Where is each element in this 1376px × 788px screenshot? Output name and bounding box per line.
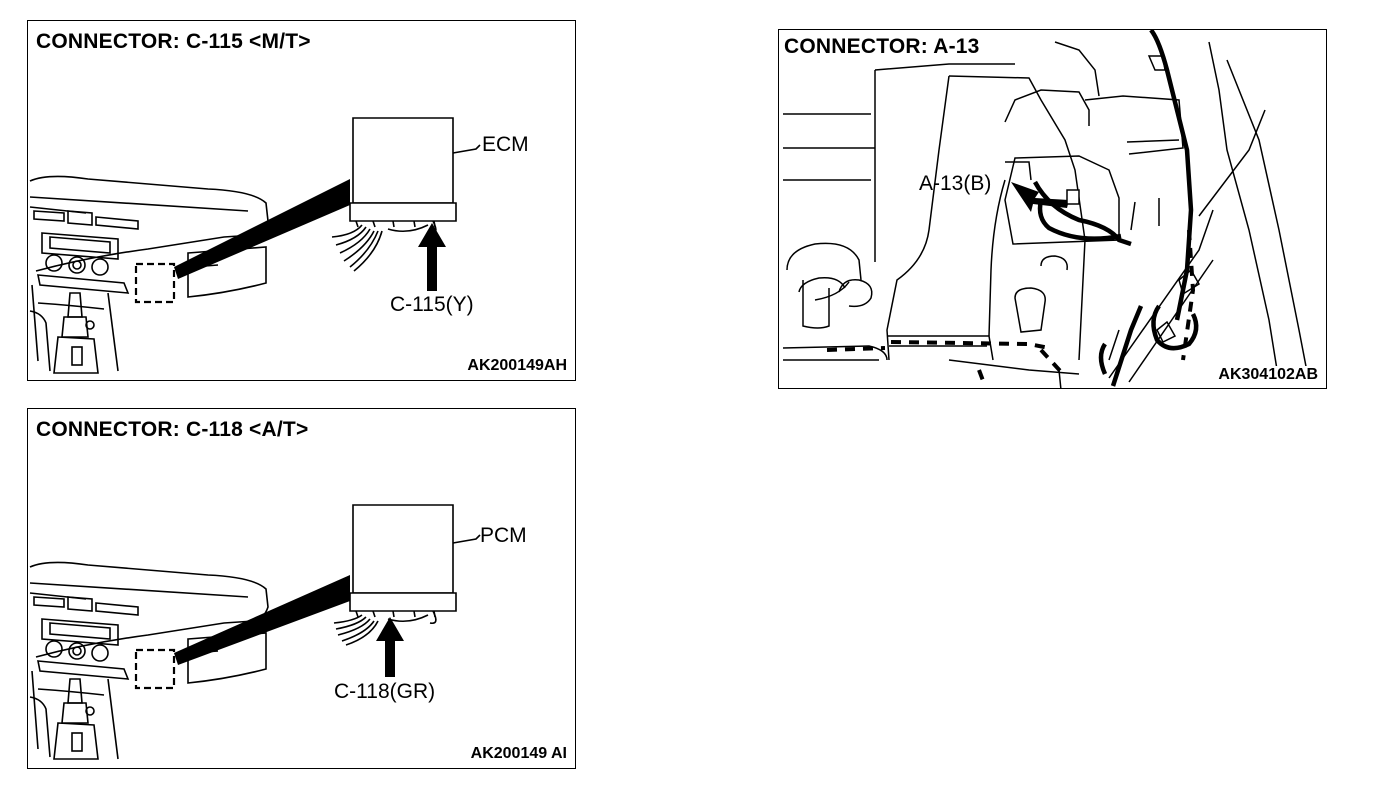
panel-title: CONNECTOR: C-118 <A/T> — [36, 418, 313, 442]
dashboard-ecm-illustration: ECM C-115(Y) — [29, 117, 529, 374]
connector-arrow — [1011, 182, 1069, 212]
connector-panel-c118: PCM C-118(GR) CONNECTOR: C-118 <A/T> AK2… — [27, 408, 576, 769]
connector-arrow — [376, 617, 404, 677]
connector-panel-c115: ECM C-115(Y) CONNECTOR: C-115 <M/T> AK20… — [27, 20, 576, 381]
connector-label: A-13(B) — [919, 172, 991, 195]
connector-label: C-118(GR) — [334, 680, 435, 703]
figure-code: AK200149AH — [467, 357, 567, 375]
figure-code: AK200149 AI — [470, 745, 567, 763]
magnifier-wedge — [174, 575, 350, 665]
connector-arrow — [418, 223, 446, 291]
magnifier-wedge — [174, 179, 350, 279]
panel-title: CONNECTOR: C-115 <M/T> — [36, 30, 315, 54]
engine-bay-illustration: A-13(B) — [782, 30, 1310, 388]
connector-label: C-115(Y) — [390, 293, 474, 316]
ecm-module — [331, 117, 457, 272]
pcm-module — [333, 504, 457, 646]
a13-connector — [1066, 189, 1080, 205]
panel-title: CONNECTOR: A-13 — [784, 35, 984, 59]
location-marker — [134, 262, 176, 304]
module-label: PCM — [480, 524, 527, 547]
dashboard-pcm-illustration: PCM C-118(GR) — [29, 504, 527, 760]
connector-panel-a13: A-13(B) CONNECTOR: A-13 AK304102AB — [778, 29, 1327, 389]
location-marker — [134, 648, 176, 690]
module-label: ECM — [482, 133, 529, 156]
figure-code: AK304102AB — [1218, 366, 1318, 384]
